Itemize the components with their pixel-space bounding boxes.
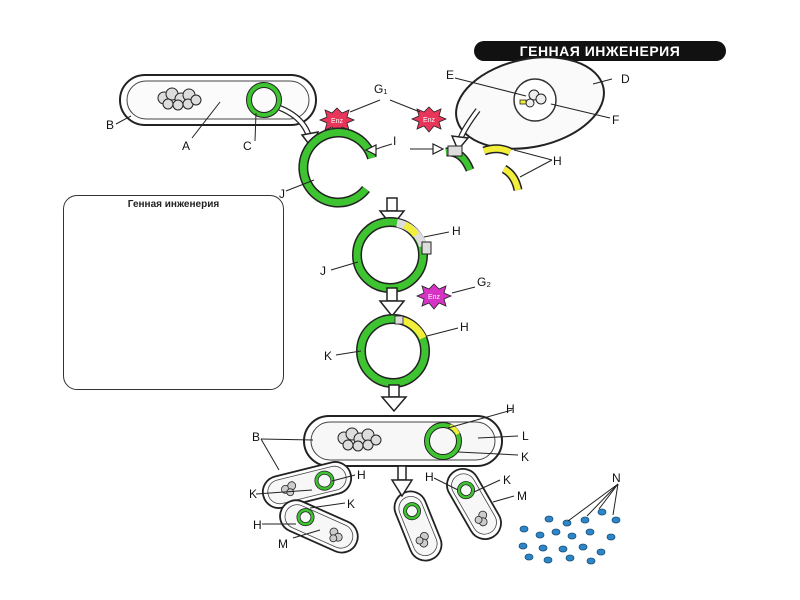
label-k: K [249,487,257,501]
label-h: H [452,224,461,238]
label-n: N [612,471,621,485]
open-plasmid-j [298,127,377,208]
label-h: H [460,320,469,334]
restriction-enzyme-right: Enz [410,106,448,133]
page-title: ГЕННАЯ ИНЖЕНЕРИЯ [474,41,726,61]
small-bacterium [261,461,353,509]
label-k: K [521,450,529,464]
small-bacterium [393,490,443,562]
svg-text:Enz: Enz [428,294,441,301]
label-h: H [253,518,262,532]
bacterial-chromosome [157,87,202,111]
label-h: H [357,468,366,482]
down-arrow [380,384,408,413]
insulin-gene-pieces [482,144,523,192]
human-cell-d [455,56,605,150]
label-k: K [503,473,511,487]
new-bacterium-l [303,415,503,467]
label-k: K [347,497,355,511]
bacterium-a [119,74,317,126]
label-e: E [446,68,454,82]
label-h: H [553,154,562,168]
label-h: H [506,402,515,416]
human-chromosome-f [525,89,547,108]
label-l: L [522,429,529,443]
label-b: B [106,118,114,132]
label-b: B [252,430,260,444]
label-f: F [612,113,619,127]
down-arrow [390,465,414,498]
label-k: K [324,349,332,363]
label-a: A [182,139,190,153]
labels: B A C G₁ E D F I H J H J G₂ H K B H L K … [106,68,630,551]
plasmid-with-insert [352,217,432,293]
svg-text:Enz: Enz [423,117,436,124]
label-m: M [517,489,527,503]
svg-text:Enz: Enz [331,118,344,125]
label-h: H [425,470,434,484]
small-bacterium [446,468,502,540]
leader-lines [115,77,619,539]
ligase-enzyme: Enz [415,283,453,310]
label-j: J [320,264,326,278]
small-bacterium [279,499,359,554]
label-c: C [243,139,252,153]
legend-title: Генная инженерия [127,199,220,210]
label-g2: G₂ [477,275,491,289]
label-d: D [621,72,630,86]
label-g1: G₁ [374,82,387,96]
label-m: M [278,537,288,551]
label-i: I [393,134,396,148]
human-dna-fragment [445,145,475,172]
label-j: J [279,187,285,201]
legend-box: Генная инженерия БактерияAБактериальнаях… [63,195,284,390]
insulin-molecules [518,508,621,565]
down-arrow [378,287,406,318]
recombinant-plasmid-k [356,314,430,388]
